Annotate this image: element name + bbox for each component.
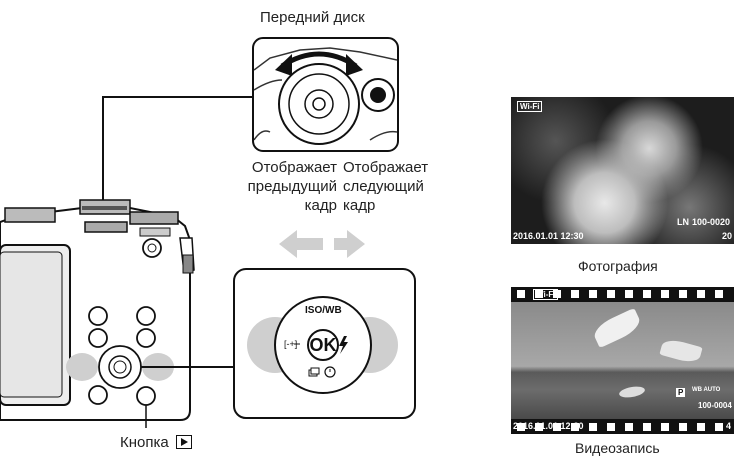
playback-button-text: Кнопка [120,434,169,451]
film-hole [517,423,525,431]
front-dial-title: Передний диск [260,9,365,26]
film-hole [661,290,669,298]
next-label-line-1: Отображает [343,159,429,176]
film-hole [553,423,561,431]
front-dial-zoom-box [252,37,399,152]
next-frame-label: Отображает следующий кадр [343,158,428,215]
film-hole [715,423,723,431]
left-arrow-icon [279,230,323,258]
film-hole [589,423,597,431]
film-hole [643,290,651,298]
film-hole [571,423,579,431]
dial-connector-line [102,96,253,213]
film-hole [517,290,525,298]
film-hole [589,290,597,298]
film-hole [607,290,615,298]
film-hole [553,290,561,298]
film-hole [571,290,579,298]
playback-button-label: Кнопка [120,433,192,452]
film-hole [535,423,543,431]
prev-label-line-2: предыдущий [247,178,337,195]
prev-label-line-3: кадр [304,197,337,214]
photo-caption: Фотография [578,258,658,274]
play-icon [175,435,192,449]
video-mode-indicator: P [676,388,686,397]
video-file-number: 100-0004 [698,401,732,410]
photo-datetime: 2016.01.01 12:30 [513,231,584,241]
right-arrow-icon [334,230,365,258]
film-hole [697,290,705,298]
film-hole [625,290,633,298]
film-hole [679,423,687,431]
wifi-icon: Wi-Fi [517,101,543,112]
film-hole [535,290,543,298]
video-datetime: 2016.01.01 12:30 [513,421,584,431]
quality-indicator: LN [677,217,689,227]
prev-label-line-1: Отображает [251,159,337,176]
next-label-line-3: кадр [343,197,376,214]
next-label-line-2: следующий [343,178,424,195]
video-wb-indicator: WB AUTO [692,387,720,393]
exposure-comp-icon: [-+] [284,339,298,349]
video-preview: Wi-Fi P WB AUTO 100-0004 2016.01.01 12:3… [511,287,734,434]
video-caption: Видеозапись [575,440,660,456]
film-hole [715,290,723,298]
film-hole [679,290,687,298]
film-hole [661,423,669,431]
iso-wb-label: ISO/WB [305,305,342,316]
film-hole [625,423,633,431]
film-hole [643,423,651,431]
photo-frame-count: 20 [722,231,733,241]
photo-file-number: 100-0020 [692,217,731,227]
flash-icon [339,336,348,354]
ok-button-label: OK [309,335,337,355]
film-hole [697,423,705,431]
video-frame-count: 4 [726,421,732,431]
camera-body [0,199,195,421]
photo-preview: Wi-Fi LN 100-0020 2016.01.01 12:30 20 [511,97,734,244]
arrow-pad-zoom-box [233,268,416,419]
film-hole [607,423,615,431]
previous-frame-label: Отображает предыдущий кадр [230,158,337,215]
